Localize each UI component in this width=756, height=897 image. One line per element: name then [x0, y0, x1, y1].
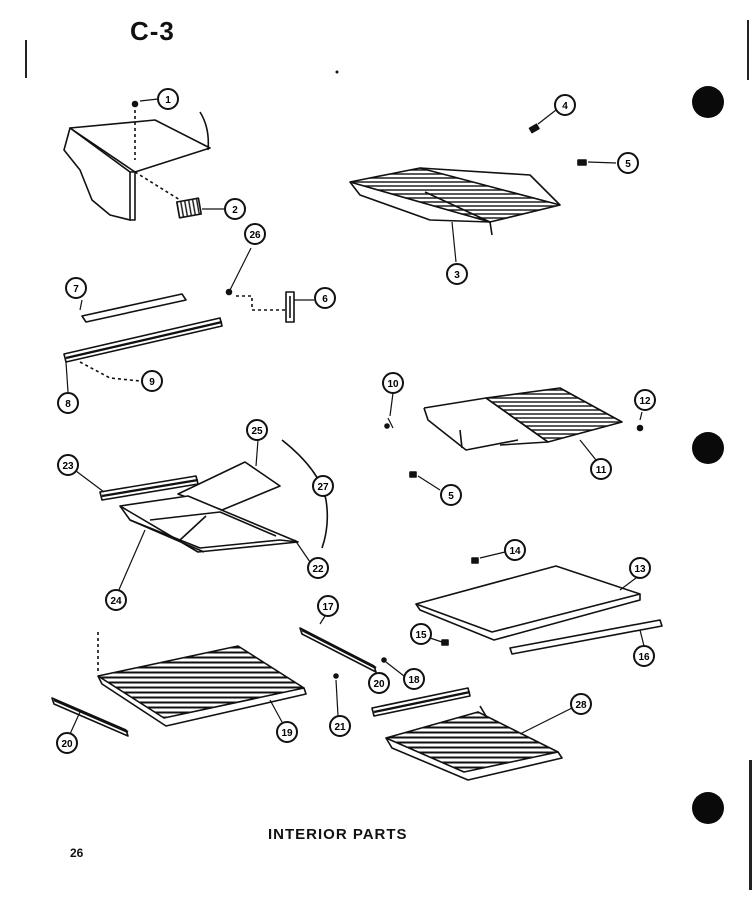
callout-number: 28 [575, 700, 587, 711]
callout-number: 24 [110, 596, 122, 607]
callout-number: 14 [509, 546, 521, 557]
callout-number: 15 [415, 630, 427, 641]
callout-6: 6 [314, 287, 336, 309]
callout-26: 26 [244, 223, 266, 245]
callout-number: 4 [562, 101, 568, 112]
callout-number: 10 [387, 379, 399, 390]
callout-27: 27 [312, 475, 334, 497]
callout-21: 21 [329, 715, 351, 737]
mesh-shelf [97, 632, 307, 727]
callout-20-center: 20 [368, 672, 390, 694]
callout-20-left: 20 [56, 732, 78, 754]
callout-number: 13 [634, 564, 646, 575]
callout-number: 2 [232, 205, 238, 216]
scan-edge-mark [25, 40, 27, 78]
drawer-slide-parts [299, 615, 471, 717]
shelf-bracket-part [225, 247, 314, 323]
scan-edge-mark [749, 760, 752, 890]
callout-number: 22 [312, 564, 324, 575]
drawer-slide-left [51, 697, 129, 737]
callout-number: 16 [638, 652, 650, 663]
callout-7: 7 [65, 277, 87, 299]
callout-5: 5 [617, 152, 639, 174]
binder-hole [692, 86, 724, 118]
callout-number: 3 [454, 270, 460, 281]
callout-number: 12 [639, 396, 651, 407]
crisper-cover-assembly [99, 439, 329, 593]
callout-number: 7 [73, 284, 79, 295]
callout-25: 25 [246, 419, 268, 467]
shelf-rail-parts [63, 293, 223, 393]
wire-shelf-middle [384, 387, 644, 491]
section-code: C-3 [130, 16, 175, 46]
callout-8: 8 [57, 392, 79, 414]
callout-10: 10 [382, 372, 404, 417]
callout-19: 19 [276, 721, 298, 743]
callout-number: 5 [448, 491, 454, 502]
callout-2: 2 [202, 198, 246, 220]
callout-number: 18 [408, 675, 420, 686]
callout-16: 16 [633, 629, 655, 667]
callout-17: 17 [317, 595, 339, 617]
callout-3: 3 [446, 263, 468, 285]
callout-number: 8 [65, 399, 71, 410]
callout-15: 15 [410, 623, 443, 645]
callout-11: 11 [590, 458, 612, 480]
callout-9: 9 [141, 370, 163, 392]
wire-shelf-top [349, 167, 561, 263]
callout-24: 24 [105, 589, 127, 611]
callout-number: 9 [149, 377, 155, 388]
binder-hole [692, 432, 724, 464]
callout-number: 5 [625, 159, 631, 170]
callout-number: 25 [251, 426, 263, 437]
callout-22: 22 [307, 557, 329, 579]
callout-number: 17 [322, 602, 334, 613]
callout-number: 6 [322, 294, 328, 305]
diagram-caption: INTERIOR PARTS [268, 826, 408, 843]
shelf-clip-parts [528, 109, 617, 166]
scan-speck [335, 70, 339, 74]
callout-23: 23 [57, 454, 105, 493]
callout-number: 1 [165, 95, 171, 106]
callout-28: 28 [570, 693, 592, 715]
page-number: 26 [70, 846, 84, 860]
callout-number: 21 [334, 722, 346, 733]
callout-number: 11 [596, 465, 607, 476]
callout-5-lower: 5 [440, 484, 462, 506]
callout-bubbles: 1 2 3 4 5 26 [56, 88, 656, 754]
callout-4: 4 [554, 94, 576, 116]
callout-number: 19 [281, 728, 293, 739]
glass-shelf-assembly [415, 551, 663, 655]
wire-basket [385, 705, 573, 781]
callout-18: 18 [403, 668, 425, 690]
callout-number: 20 [61, 739, 73, 750]
callout-13: 13 [629, 557, 651, 579]
callout-12: 12 [634, 389, 656, 411]
callout-14: 14 [504, 539, 526, 561]
cabinet-corner-part [63, 100, 211, 221]
callout-number: 23 [62, 461, 74, 472]
callout-1: 1 [139, 88, 179, 110]
callout-number: 27 [317, 482, 329, 493]
callout-number: 20 [373, 679, 385, 690]
callout-number: 26 [249, 230, 261, 241]
scan-edge-mark [747, 20, 749, 80]
binder-hole [692, 792, 724, 824]
